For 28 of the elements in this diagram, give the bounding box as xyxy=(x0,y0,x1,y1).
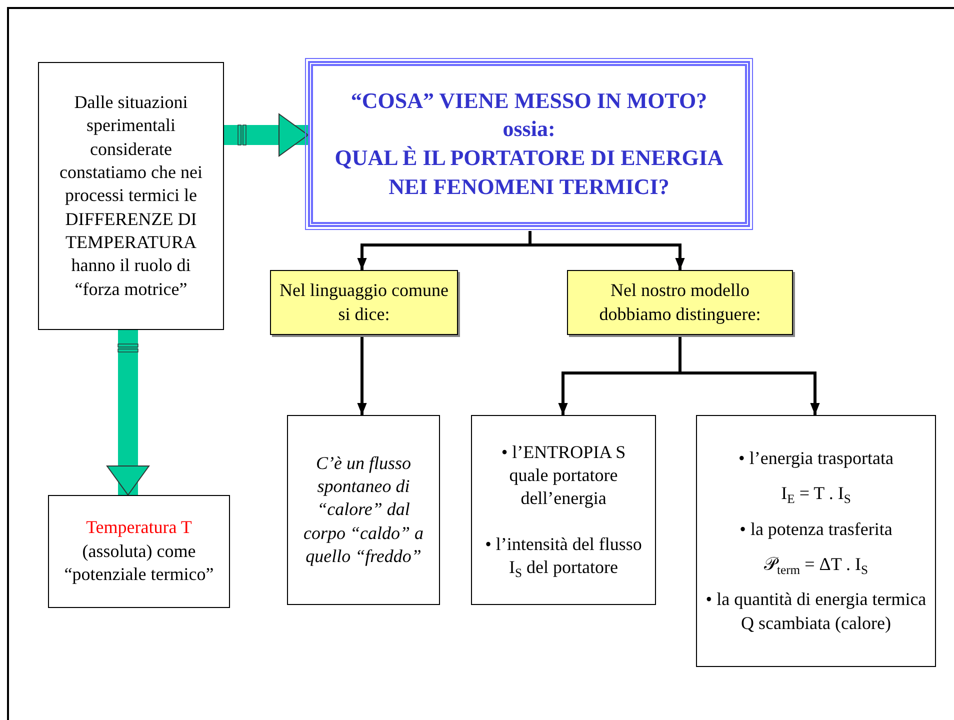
label-text: I$_{E}$ = T . I$_{S}$ xyxy=(781,482,851,506)
block-arrow xyxy=(106,330,150,496)
label-text: (assoluta) come “potenziale termico” xyxy=(63,540,215,586)
label-text: • la potenza trasferita xyxy=(740,518,892,541)
label-text: • l’energia trasportata xyxy=(738,446,894,470)
label-text: 𝒫$_{term}$ = ΔT . I$_{S}$ xyxy=(764,553,868,576)
label-text: ossia: xyxy=(502,115,556,144)
label-text: C’è un flusso spontaneo di “calore” dal corpo “caldo” a quello “freddo” xyxy=(302,452,424,568)
block-arrow xyxy=(224,114,308,156)
text-box xyxy=(471,415,656,605)
label-text: QUAL È IL PORTATORE DI ENERGIA NEI FENOMENI TERMICI? xyxy=(334,144,724,201)
note-box xyxy=(270,270,458,335)
text-box xyxy=(696,415,936,667)
label-text: Nel linguaggio comune si dice: xyxy=(279,279,449,326)
label-text: Temperatura T xyxy=(86,516,192,540)
note-box xyxy=(567,270,793,335)
arrow xyxy=(357,335,367,415)
label-text: Dalle situazioni sperimentali considerate constatiamo che nei processi termici le DIFFERENZE DI TEMPERATURA hanno il ruolo di “forza motrice” xyxy=(58,90,204,301)
label-text: • l’ENTROPIA S quale portatore dell’energia xyxy=(500,440,627,510)
question-box xyxy=(308,61,750,227)
text-box xyxy=(38,62,224,330)
text-box xyxy=(48,495,230,608)
label-text: “COSA” VIENE MESSO IN MOTO? xyxy=(350,86,708,115)
arrow xyxy=(528,231,685,270)
text-box xyxy=(287,415,440,605)
label-text: • l’intensità del flusso I$_{S}$ del portatore xyxy=(484,532,643,580)
label-text: Nel nostro modello dobbiamo distinguere: xyxy=(598,279,762,326)
label-text: • la quantità di energia termica Q scambiata (calore) xyxy=(705,588,927,635)
